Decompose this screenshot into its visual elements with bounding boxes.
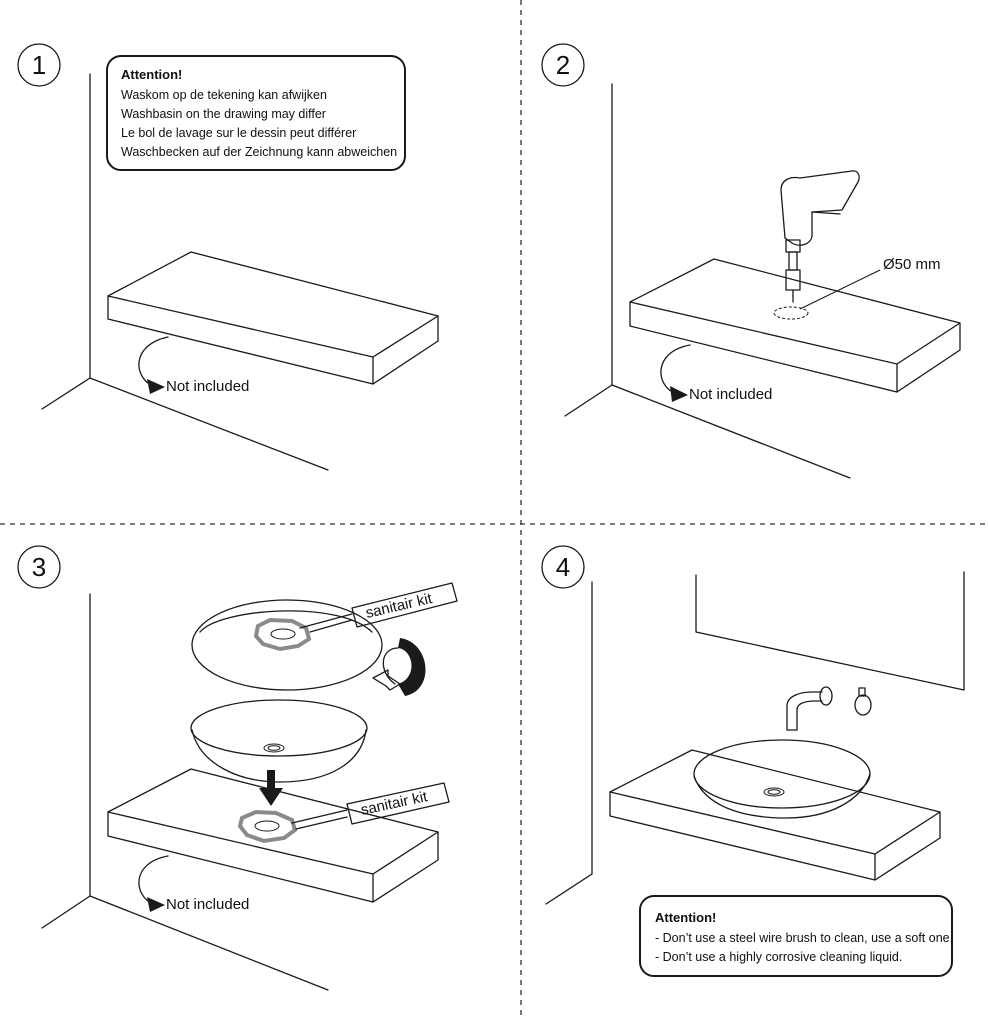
drill-hole-marker bbox=[773, 306, 809, 320]
sealant-ring bbox=[253, 617, 312, 652]
countertop-4 bbox=[609, 749, 941, 881]
panel-step-3: 3 sanitair kit bbox=[17, 545, 458, 991]
diameter-label: Ø50 mm bbox=[883, 256, 941, 273]
countertop-3 bbox=[107, 768, 439, 903]
step-2-circle bbox=[541, 43, 585, 87]
room-corner-4 bbox=[545, 581, 593, 905]
room-corner-1 bbox=[41, 73, 329, 471]
step-1-number: 1 bbox=[32, 50, 46, 80]
panel-step-1: 1 Not included Attention! Waskom op de t… bbox=[17, 43, 439, 471]
countertop-2 bbox=[629, 258, 961, 393]
note-title: Attention! bbox=[655, 910, 716, 925]
note-title: Attention! bbox=[121, 67, 182, 82]
not-included-indicator-2: Not included bbox=[660, 344, 772, 403]
note-line: Waschbecken auf der Zeichnung kann abwei… bbox=[121, 145, 397, 159]
attention-note-bottom: Attention! - Don’t use a steel wire brus… bbox=[639, 895, 953, 977]
note-line: Washbasin on the drawing may differ bbox=[121, 107, 326, 121]
step-4-circle bbox=[541, 545, 585, 589]
sealant-tube-top: sanitair kit bbox=[299, 582, 458, 633]
panel-step-2: 2 Ø50 mm Not included bbox=[541, 43, 961, 479]
not-included-indicator-1: Not included bbox=[138, 336, 249, 395]
curved-arrow-icon bbox=[147, 379, 165, 394]
sealant-ring-countertop bbox=[237, 809, 298, 844]
basin-upright bbox=[190, 699, 368, 783]
step-4-number: 4 bbox=[556, 552, 570, 582]
panel-step-4: 4 bbox=[541, 545, 965, 977]
step-3-circle bbox=[17, 545, 61, 589]
attention-note-top: Attention! Waskom op de tekening kan afw… bbox=[106, 55, 406, 171]
note-line: Waskom op de tekening kan afwijken bbox=[121, 88, 327, 102]
sealant-tube-bottom: sanitair kit bbox=[291, 782, 450, 830]
room-corner-2 bbox=[564, 83, 851, 479]
note-line: Le bol de lavage sur le dessin peut diff… bbox=[121, 126, 356, 140]
faucet-icon bbox=[786, 686, 833, 731]
tap-knob-icon bbox=[854, 687, 872, 716]
not-included-label: Not included bbox=[689, 386, 772, 403]
room-corner-3 bbox=[41, 593, 329, 991]
down-arrow-icon bbox=[259, 770, 283, 806]
mirror bbox=[695, 571, 965, 691]
curved-arrow-icon bbox=[670, 386, 688, 402]
installed-basin bbox=[693, 739, 871, 819]
drill-icon bbox=[780, 170, 860, 303]
step-2-number: 2 bbox=[556, 50, 570, 80]
step-3-number: 3 bbox=[32, 552, 46, 582]
not-included-label: Not included bbox=[166, 896, 249, 913]
not-included-indicator-3: Not included bbox=[138, 855, 249, 913]
sanitair-kit-label: sanitair kit bbox=[364, 590, 434, 622]
note-line: - Don’t use a highly corrosive cleaning … bbox=[655, 950, 902, 964]
curved-arrow-icon bbox=[147, 897, 165, 912]
countertop-1 bbox=[107, 251, 439, 385]
rotate-arrow-icon bbox=[372, 638, 426, 696]
step-1-circle bbox=[17, 43, 61, 87]
basin-upside-down bbox=[191, 599, 383, 691]
not-included-label: Not included bbox=[166, 378, 249, 395]
diameter-leader-line bbox=[799, 269, 881, 310]
note-line: - Don’t use a steel wire brush to clean,… bbox=[655, 931, 953, 945]
